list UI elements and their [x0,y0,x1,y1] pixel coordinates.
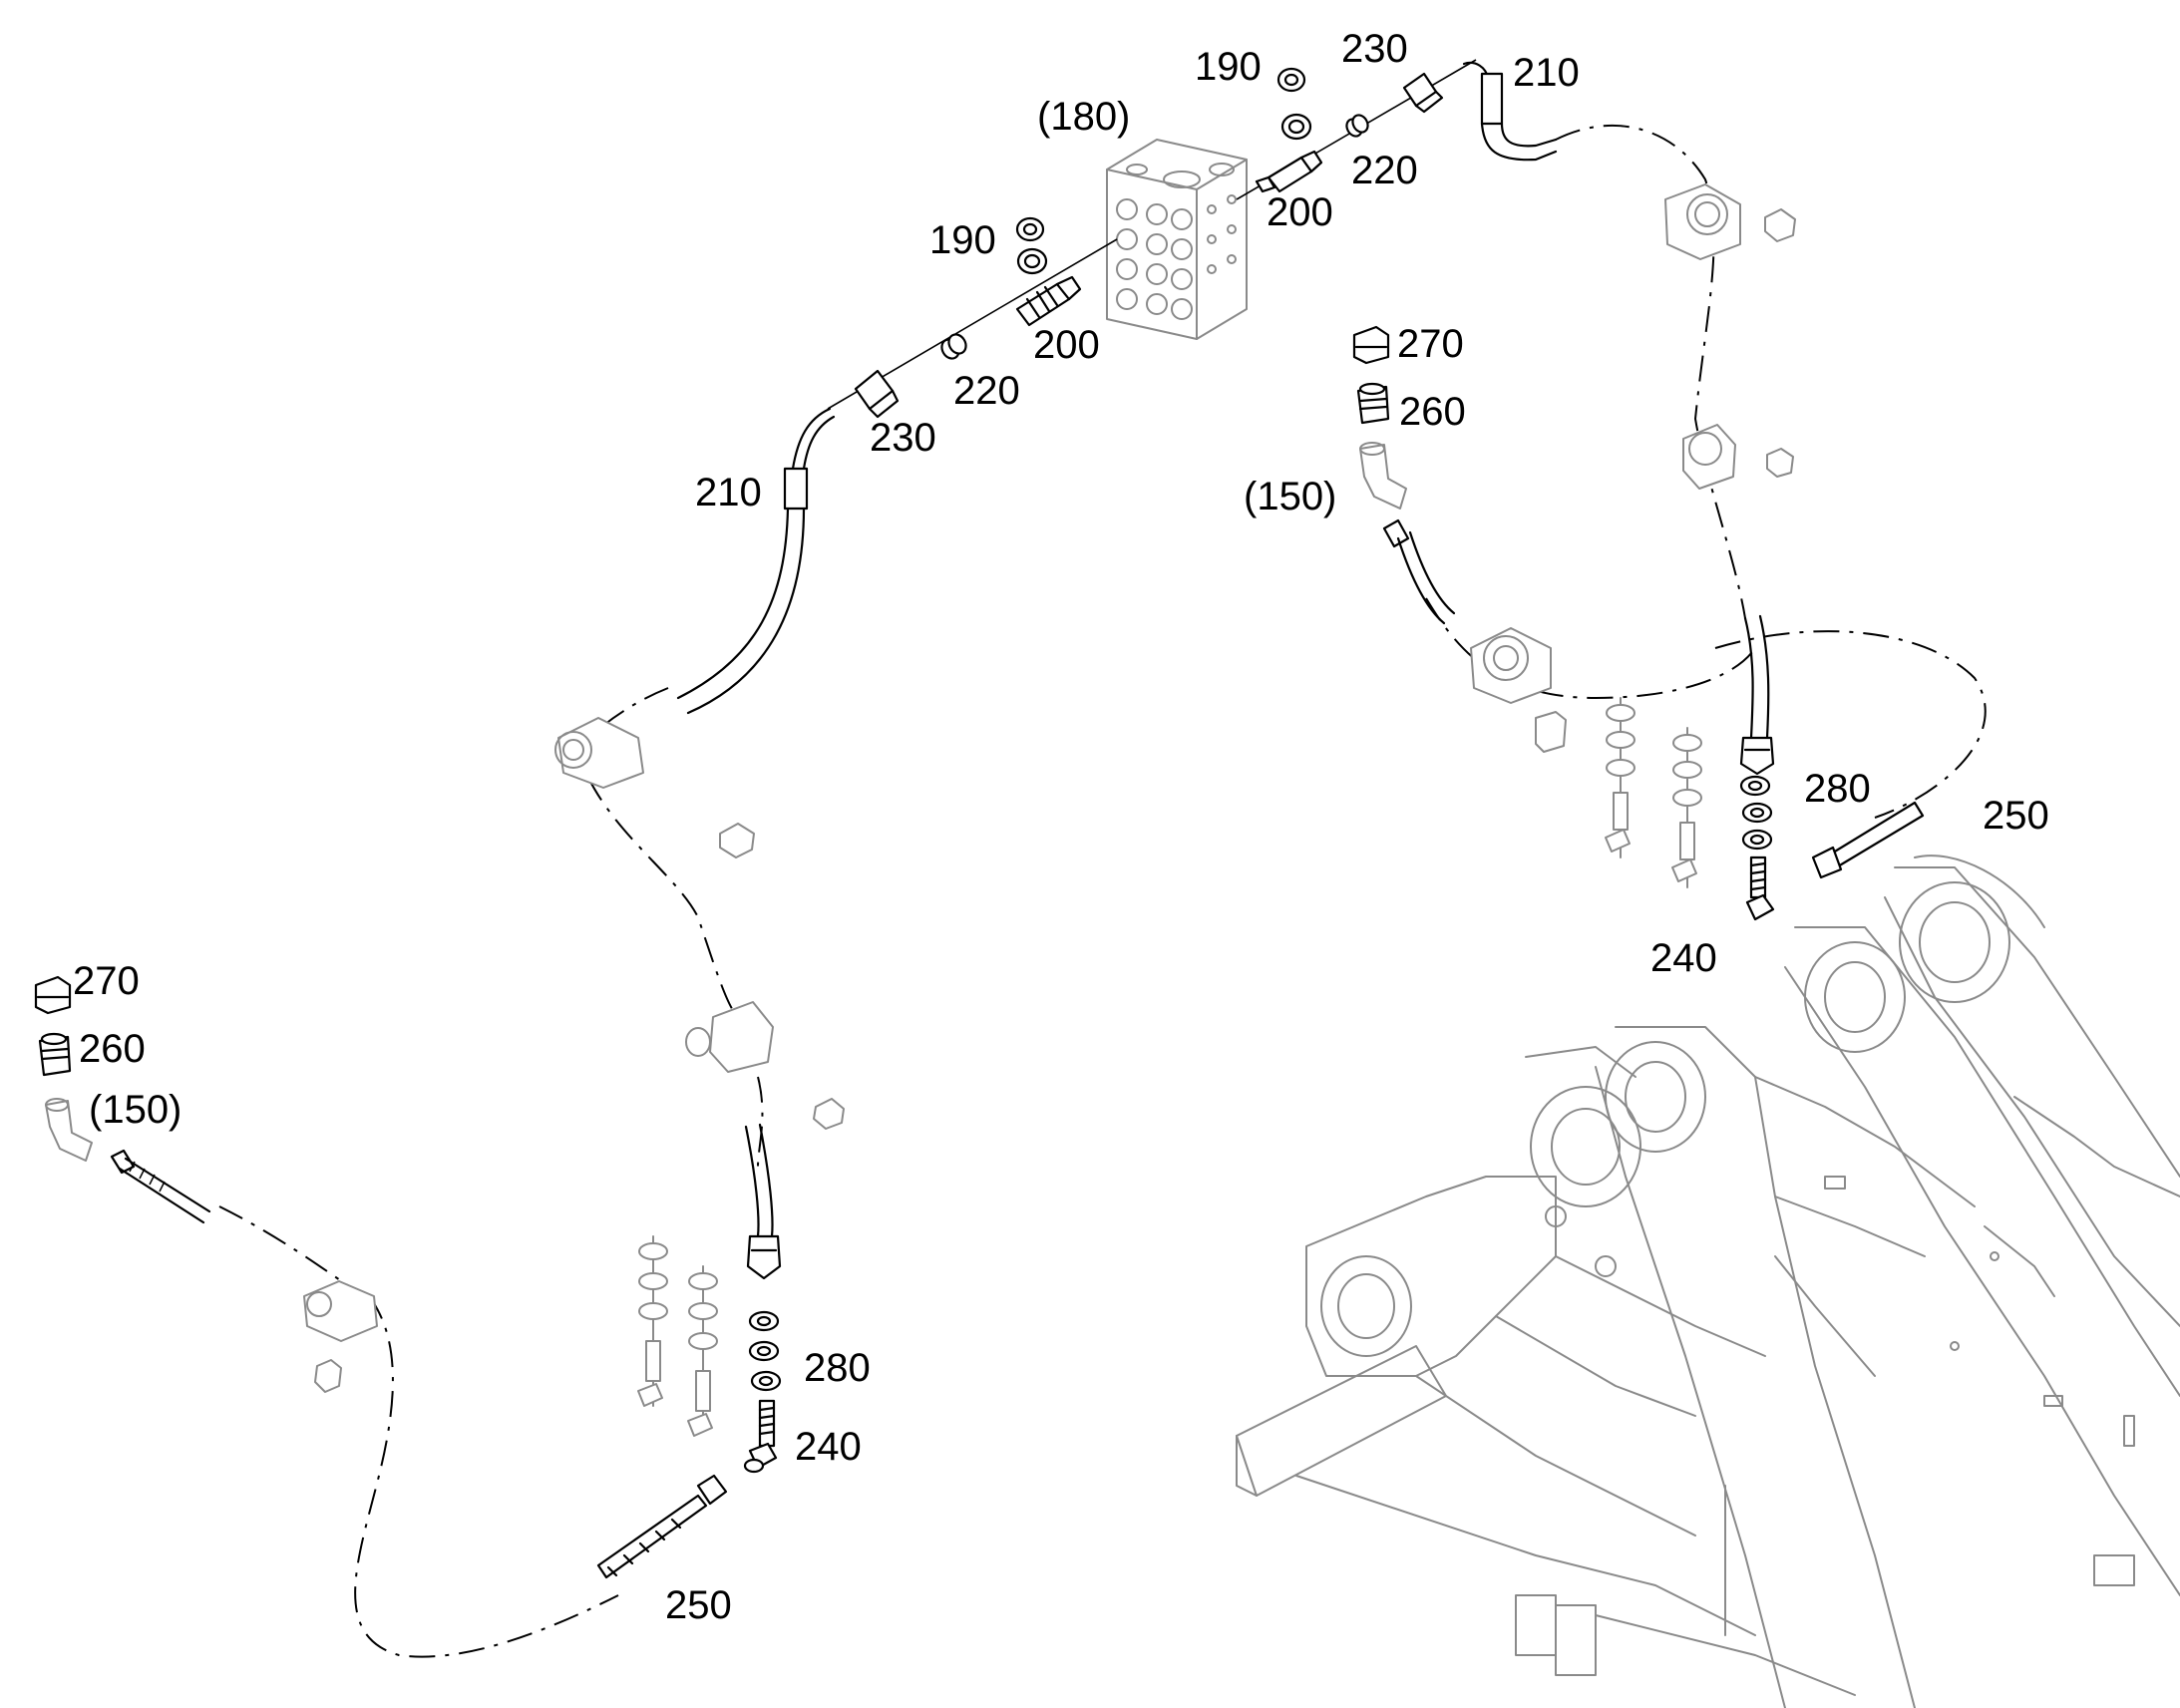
callout-280-left: 280 [804,1346,871,1390]
banjo-set-right-grey [1535,697,1702,888]
callout-200-left: 200 [1033,323,1100,367]
hose-250-lower-left [110,1149,211,1224]
callout-270-left: 270 [73,959,140,1003]
callout-260-left: 260 [79,1027,146,1071]
elbow-150-right [1359,442,1407,510]
pipe-210-left [676,407,836,715]
callout-250-left: 250 [665,1583,732,1627]
callout-220-top: 220 [1351,149,1418,192]
fittings-upper-right [1255,67,1444,193]
hose-routing-lines [218,125,1987,1658]
pipe-210-right [1462,61,1558,162]
callout-270-right: 270 [1397,322,1464,366]
callout-190-left: 190 [929,218,996,262]
callout-280-right: 280 [1804,767,1871,811]
callout-210-top: 210 [1513,51,1580,95]
plug-adapter-left [34,975,72,1077]
valve-block [1106,139,1248,340]
hose-250-left [596,1123,782,1579]
fittings-upper-left [854,216,1082,419]
callout-230-left: 230 [870,416,936,460]
callout-200-top: 200 [1267,190,1333,234]
banjo-set-left-grey [637,1235,718,1437]
callout-240-right: 240 [1650,936,1717,980]
callout-190-top: 190 [1195,45,1262,89]
hose-150-right [1382,518,1456,625]
callout-220-left: 220 [953,369,1020,413]
callout-230-top: 230 [1341,27,1408,71]
callout-250-right: 250 [1983,794,2049,838]
plug-adapter-right [1352,325,1390,425]
callout-180: (180) [1037,95,1130,139]
callout-150-left: (150) [89,1088,182,1132]
callout-260-right: 260 [1399,390,1466,434]
banjo-set-left [743,1310,782,1474]
callout-240-left: 240 [795,1425,862,1469]
callout-labels: (180) 190 190 200 200 210 210 220 220 23… [73,27,2049,1627]
loader-frame [1236,854,2180,1708]
hose-250-right [1739,614,1925,879]
callout-210-left: 210 [695,471,762,514]
callout-150-right: (150) [1244,475,1336,518]
elbow-150-left [45,1098,93,1162]
banjo-set-right [1739,775,1775,921]
